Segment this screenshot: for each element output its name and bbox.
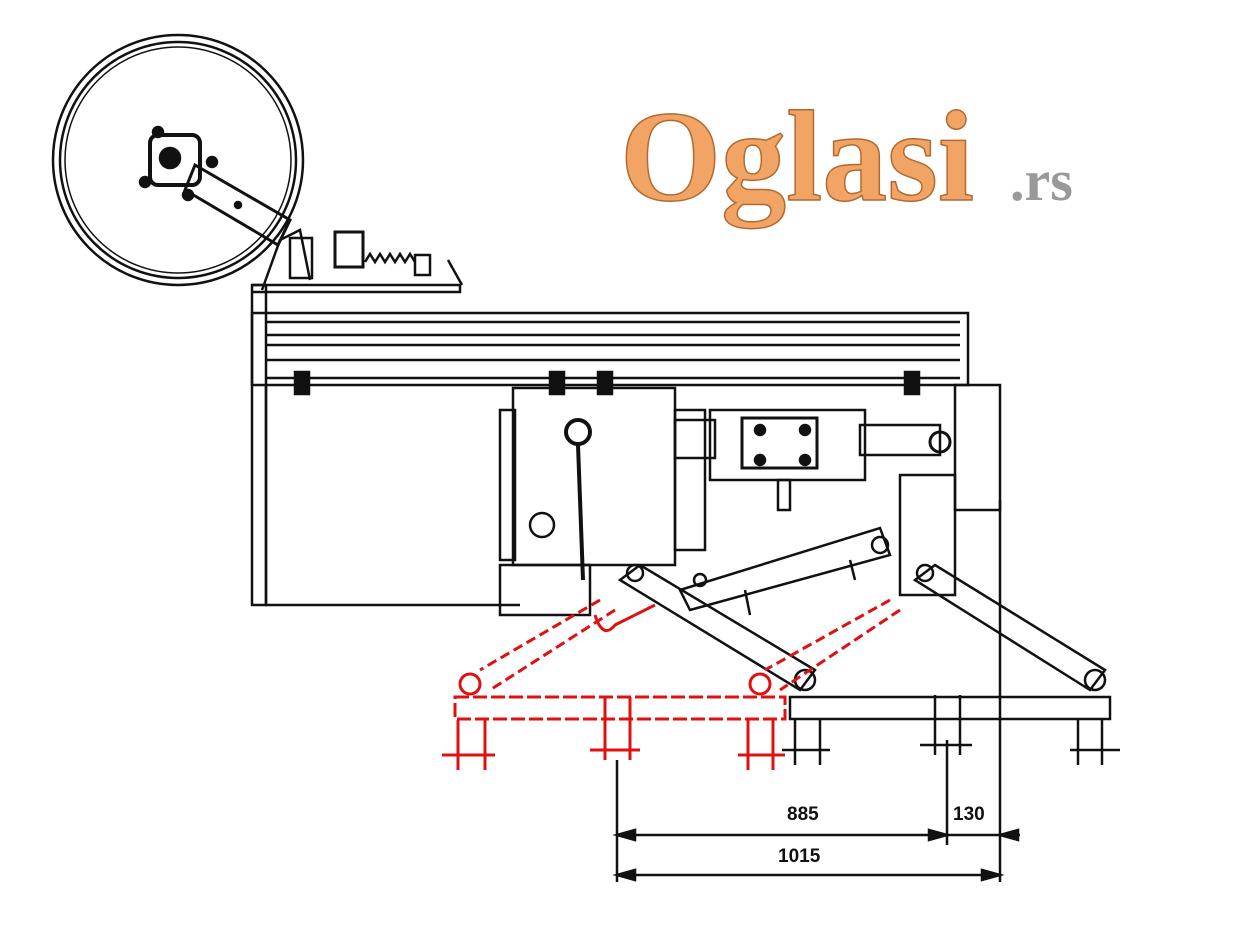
watermark-brand: Oglasi: [620, 85, 974, 229]
machine-black: [51, 33, 1120, 765]
watermark-logo: Oglasi .rs: [619, 84, 1073, 230]
side-plate: [953, 383, 1002, 512]
dimension-lines: [612, 500, 1020, 882]
watermark-suffix: .rs: [1010, 148, 1073, 213]
top-link: [678, 526, 892, 616]
linkage-red-lowered: [442, 598, 901, 770]
main-frame: [250, 283, 970, 607]
side-bracket: [898, 473, 957, 597]
gearbox: [498, 386, 952, 617]
dimension-1015: 1015: [778, 846, 821, 867]
wheel-bracket: [252, 228, 464, 294]
dimension-130: 130: [953, 804, 985, 825]
support-wheel: [51, 33, 305, 287]
dimension-885: 885: [787, 804, 819, 825]
linkage-black: [617, 563, 1120, 765]
